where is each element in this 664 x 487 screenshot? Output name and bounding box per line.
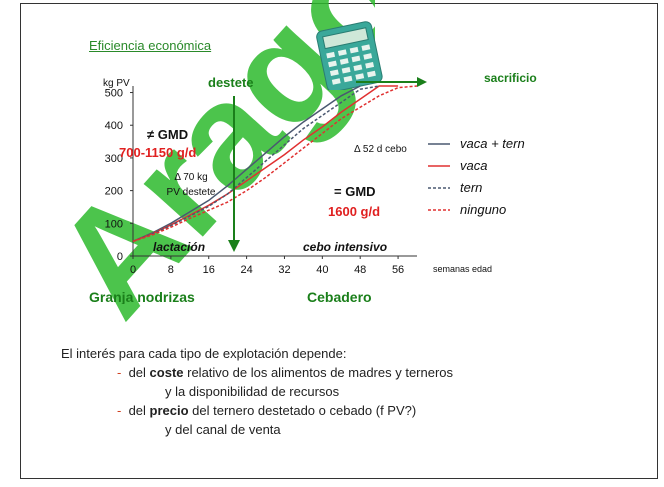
- destete-arrowhead: [228, 240, 240, 252]
- legend-label-3: ninguno: [460, 202, 506, 217]
- sacrificio-label: sacrificio: [484, 71, 537, 85]
- y-tick-label: 400: [105, 120, 123, 132]
- series-line-0: [132, 85, 361, 242]
- x-tick-label: 0: [130, 264, 136, 276]
- bullet-precio: - del precio del ternero destetado o ceb…: [117, 403, 417, 418]
- x-tick-label: 8: [168, 264, 174, 276]
- gmd-diff-value: 700-1150 g/d: [119, 145, 196, 160]
- slide-title: Eficiencia económica: [89, 38, 212, 53]
- x-axis-label: semanas edad: [433, 264, 492, 274]
- y-tick-label: 100: [105, 218, 123, 230]
- y-tick-label: 300: [105, 153, 123, 165]
- y-tick-label: 500: [105, 88, 123, 100]
- body-text: El interés para cada tipo de explotación…: [61, 344, 453, 439]
- bullet-coste: - del coste relativo de los alimentos de…: [117, 365, 454, 380]
- sacrificio-arrowhead: [417, 77, 427, 87]
- bullet-precio-line2: y del canal de venta: [165, 422, 281, 437]
- bullet-coste-line2: y la disponibilidad de recursos: [165, 384, 340, 399]
- gmd-diff-label: ≠ GMD: [147, 127, 188, 142]
- lactacion-label: lactación: [153, 240, 205, 254]
- legend-label-0: vaca + tern: [460, 136, 525, 151]
- y-tick-label: 0: [117, 251, 123, 263]
- x-tick-label: 16: [203, 264, 215, 276]
- destete-label: destete: [208, 75, 254, 90]
- x-tick-label: 40: [316, 264, 328, 276]
- gmd-eq-value: 1600 g/d: [328, 204, 380, 219]
- series-line-3: [132, 85, 418, 243]
- cebadero-label: Cebadero: [307, 289, 372, 304]
- delta-cebo-label: Δ 52 d cebo: [354, 144, 407, 155]
- granja-label: Granja nodrizas: [89, 289, 195, 304]
- x-tick-label: 48: [354, 264, 366, 276]
- delta-weight-line2: PV destete: [167, 187, 216, 198]
- y-axis-label: kg PV: [103, 78, 130, 89]
- gmd-eq-label: = GMD: [334, 184, 376, 199]
- cebo-intensivo-label: cebo intensivo: [303, 240, 387, 254]
- legend-label-1: vaca: [460, 158, 487, 173]
- x-tick-label: 56: [392, 264, 404, 276]
- x-tick-label: 32: [278, 264, 290, 276]
- calculator-icon: [316, 21, 383, 90]
- legend-label-2: tern: [460, 180, 482, 195]
- y-tick-label: 200: [105, 186, 123, 198]
- x-tick-label: 24: [240, 264, 252, 276]
- series-line-1: [132, 85, 399, 242]
- delta-weight-line1: Δ 70 kg: [174, 172, 207, 183]
- intro-text: El interés para cada tipo de explotación…: [61, 346, 347, 361]
